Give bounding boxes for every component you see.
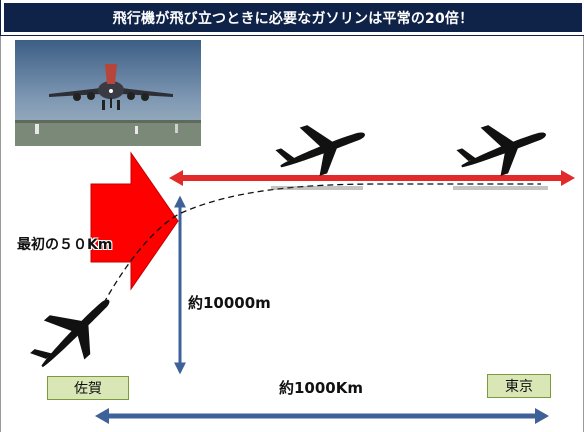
- first-distance-label: 最初の５０Km: [17, 237, 113, 253]
- origin-city-box: 佐賀: [47, 376, 129, 400]
- total-distance-arrow: [95, 408, 549, 424]
- flight-path: [98, 183, 541, 313]
- distance-label: 約1000Km: [279, 379, 364, 397]
- plane-shadow-1: [271, 186, 363, 190]
- airplane-icon: [275, 125, 365, 176]
- slide-title: 飛行機が飛び立つときに必要なガソリンは平常の20倍！: [0, 0, 584, 36]
- altitude-label: 約10000m: [188, 294, 271, 312]
- destination-city-box: 東京: [487, 374, 551, 398]
- cruise-distance-arrow: [169, 170, 575, 186]
- airplane-icon: [30, 299, 110, 368]
- airplane-icon: [456, 125, 546, 176]
- plane-shadow-2: [453, 186, 548, 190]
- airplane-photo: [15, 40, 201, 146]
- takeoff-fuel-arrow: [90, 151, 179, 291]
